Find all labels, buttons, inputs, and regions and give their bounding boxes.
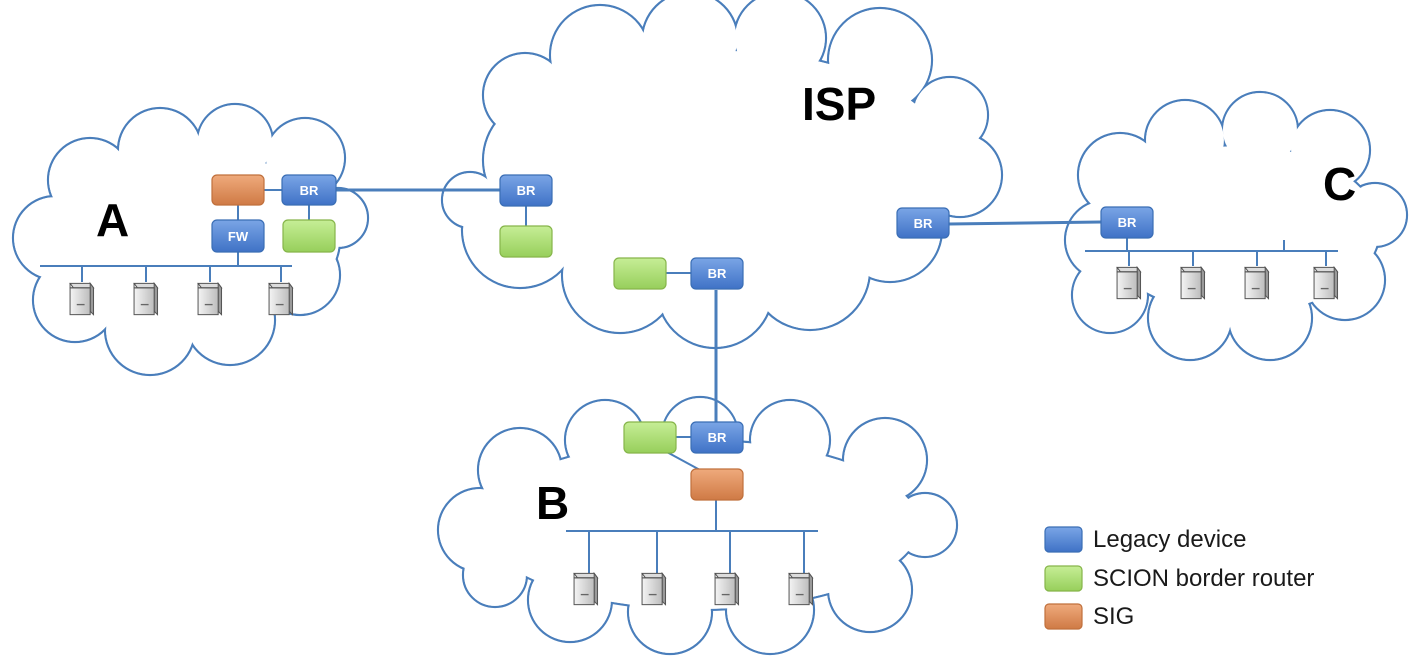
server-icon <box>69 282 95 316</box>
legend-label: SIG <box>1093 603 1134 630</box>
br-label: BR <box>914 216 933 231</box>
lan-a <box>40 265 294 316</box>
cloud-b-label: B <box>536 477 569 529</box>
border-router-a: BR <box>281 174 337 206</box>
cloud-c <box>1063 90 1409 362</box>
sig-device-a <box>211 174 265 206</box>
br-label: BR <box>1118 215 1137 230</box>
link-scion-sig-b <box>664 450 701 471</box>
legend-item-sig: SIG <box>1044 603 1134 630</box>
server-icon <box>641 572 667 606</box>
border-router-b: BR <box>690 421 744 454</box>
server-icon <box>1313 266 1339 300</box>
br-label: BR <box>517 183 536 198</box>
legend-label: SCION border router <box>1093 565 1314 592</box>
scion-router-isp-west <box>499 225 553 258</box>
server-icon <box>714 572 740 606</box>
legend-item-scion: SCION border router <box>1044 565 1314 592</box>
server-icon <box>1116 266 1142 300</box>
sig-device-b <box>690 468 744 501</box>
scion-router-a <box>282 219 336 253</box>
scion-router-isp-south <box>613 257 667 290</box>
br-label: BR <box>708 266 727 281</box>
lan-c <box>1085 240 1339 300</box>
server-icon <box>573 572 599 606</box>
cloud-isp-label: ISP <box>802 78 876 130</box>
br-label: BR <box>708 430 727 445</box>
firewall-a: FW <box>211 219 265 253</box>
scion-router-b <box>623 421 677 454</box>
fw-label: FW <box>228 229 249 244</box>
legend-label: Legacy device <box>1093 526 1246 553</box>
cloud-c-label: C <box>1323 158 1356 210</box>
server-icon <box>788 572 814 606</box>
border-router-c: BR <box>1100 206 1154 239</box>
cloud-a-label: A <box>96 194 129 246</box>
server-icon <box>1244 266 1270 300</box>
border-router-isp-west: BR <box>499 174 553 207</box>
link-isp-c <box>948 220 1102 226</box>
lan-b <box>566 530 818 606</box>
legend: Legacy device SCION border router SIG <box>1044 526 1314 630</box>
border-router-isp-east: BR <box>896 207 950 239</box>
legend-item-legacy: Legacy device <box>1044 526 1246 553</box>
server-icon <box>268 282 294 316</box>
server-icon <box>133 282 159 316</box>
border-router-isp-south: BR <box>690 257 744 290</box>
server-icon <box>1180 266 1206 300</box>
br-label: BR <box>300 183 319 198</box>
cloud-isp <box>440 0 1004 350</box>
server-icon <box>197 282 223 316</box>
